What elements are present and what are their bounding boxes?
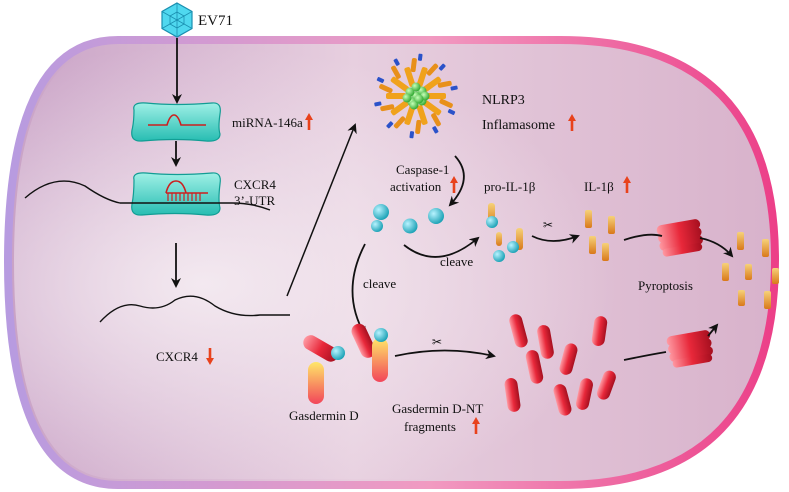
- cxcr4-label: CXCR4: [156, 349, 198, 364]
- pro-il1b-label: pro-IL-1β: [484, 179, 536, 194]
- cxcr4-mrna-strand: [24, 180, 271, 211]
- arrow-proil1b-to-il1b: [531, 234, 580, 244]
- nlrp3-spoke: [390, 58, 409, 92]
- gasdermin-d-label: Gasdermin D: [289, 408, 359, 423]
- arrow-fragments-to-pore: [623, 351, 667, 361]
- nlrp3-spoke: [423, 76, 458, 92]
- caspase-label-2: activation: [390, 179, 442, 194]
- gsdmd-nt-fragments-icon: [504, 314, 616, 416]
- nucleus-icon: [131, 102, 221, 142]
- nlrp3-spoke: [386, 105, 416, 129]
- nlrp3-spoke: [376, 77, 406, 99]
- pro-il1b-icon: [486, 203, 523, 262]
- cell-body: [3, 36, 780, 489]
- nlrp3-spoke: [423, 100, 442, 134]
- nlrp3-spoke: [416, 63, 446, 87]
- utr-binding-icon: [131, 172, 221, 216]
- nlrp3-spoke: [404, 53, 423, 87]
- gsdmd-nt-label-2: fragments: [404, 419, 456, 434]
- nlrp3-core-ball: [402, 93, 412, 103]
- cleave-right-label: cleave: [440, 254, 473, 269]
- il1b-label: IL-1β: [584, 179, 614, 194]
- scissors-icon-2: ✂: [432, 335, 442, 349]
- arrow-il1b-to-pore: [623, 233, 663, 241]
- caspase-icon: [371, 204, 444, 234]
- gasdermin-icon: [303, 323, 388, 404]
- arrow-cxcr4-to-nlrp3: [286, 123, 357, 297]
- nlrp3-core-ball: [414, 94, 424, 104]
- nlrp3-icon: [374, 53, 458, 139]
- il1b-icon: [585, 210, 615, 261]
- nlrp3-spoke: [374, 100, 409, 116]
- arrow-caspase-to-proil1b: [403, 236, 480, 258]
- virus-icon: [161, 2, 193, 38]
- scissors-icon-1: ✂: [543, 218, 553, 232]
- pore-icon: [656, 219, 703, 257]
- arrow-pore-out-lower: [707, 323, 719, 337]
- arrow-pore-out-upper: [699, 237, 734, 258]
- arrow-nlrp3-to-caspase: [448, 155, 465, 207]
- cxcr4-utr-label-2: 3’-UTR: [234, 193, 275, 208]
- nlrp3-label-1: NLRP3: [482, 93, 525, 108]
- gsdmd-nt-label-1: Gasdermin D-NT: [392, 401, 483, 416]
- nlrp3-core-ball: [409, 100, 419, 110]
- pore-icon-lower: [666, 330, 713, 368]
- released-il1b-icon: [722, 232, 779, 309]
- degraded-mrna-strand: [99, 295, 290, 323]
- nlrp3-label-2: Inflamasome: [482, 118, 555, 133]
- cxcr4-utr-label-1: CXCR4: [234, 177, 276, 192]
- arrow-gasdermin-to-fragments: [394, 349, 496, 360]
- nlrp3-spoke: [426, 93, 456, 115]
- caspase-label-1: Caspase-1: [396, 162, 449, 177]
- pyroptosis-label: Pyroptosis: [638, 278, 693, 293]
- nlrp3-spoke: [409, 105, 428, 139]
- mirna-label: miRNA-146a: [232, 115, 303, 130]
- cleave-left-label: cleave: [363, 276, 396, 291]
- virus-label: EV71: [198, 13, 233, 29]
- nlrp3-core-ball: [411, 82, 421, 92]
